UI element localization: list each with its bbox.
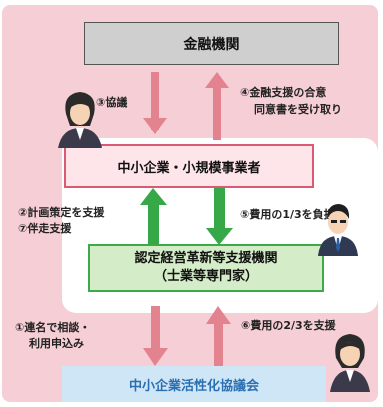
label-consultation: ③協議 (96, 96, 128, 109)
label-cost-one-third: ⑤費用の1/3を負担 (240, 208, 335, 221)
woman-consultant-icon (58, 92, 102, 148)
financial-institution-box: 金融機関 (84, 22, 339, 65)
label-accompany-support: ⑦伴走支援 (18, 222, 72, 235)
arrow-plan-support-up (140, 188, 167, 246)
label-financial-support: ④金融支援の合意 (240, 86, 327, 99)
man-professional-icon (318, 204, 358, 256)
financial-institution-label: 金融機関 (183, 36, 240, 53)
woman-council-staff-icon (330, 334, 370, 392)
label-cost-two-thirds: ⑥費用の2/3を支援 (241, 319, 336, 332)
label-plan-support: ②計画策定を支援 (18, 206, 105, 219)
support-agency-label-line1: 認定経営革新等支援機関 (134, 251, 278, 266)
label-consent-receipt: 同意書を受け取り (254, 103, 342, 116)
sme-label: 中小企業・小規模事業者 (117, 160, 261, 176)
label-joint-application-2: 利用申込み (29, 337, 84, 350)
arrow-consult-down (143, 72, 167, 134)
arrow-cost-support-up (206, 306, 231, 368)
council-label: 中小企業活性化協議会 (128, 378, 259, 394)
sme-box: 中小企業・小規模事業者 (64, 144, 314, 188)
support-agency-label-line2: （士業等専門家） (153, 269, 258, 284)
arrow-financial-up (205, 72, 229, 140)
arrow-apply-down (143, 306, 168, 366)
label-joint-application-1: ①連名で相談・ (15, 321, 91, 334)
council-box: 中小企業活性化協議会 (62, 366, 326, 402)
arrow-cost-down (206, 186, 233, 245)
support-agency-box: 認定経営革新等支援機関 （士業等専門家） (88, 244, 324, 292)
